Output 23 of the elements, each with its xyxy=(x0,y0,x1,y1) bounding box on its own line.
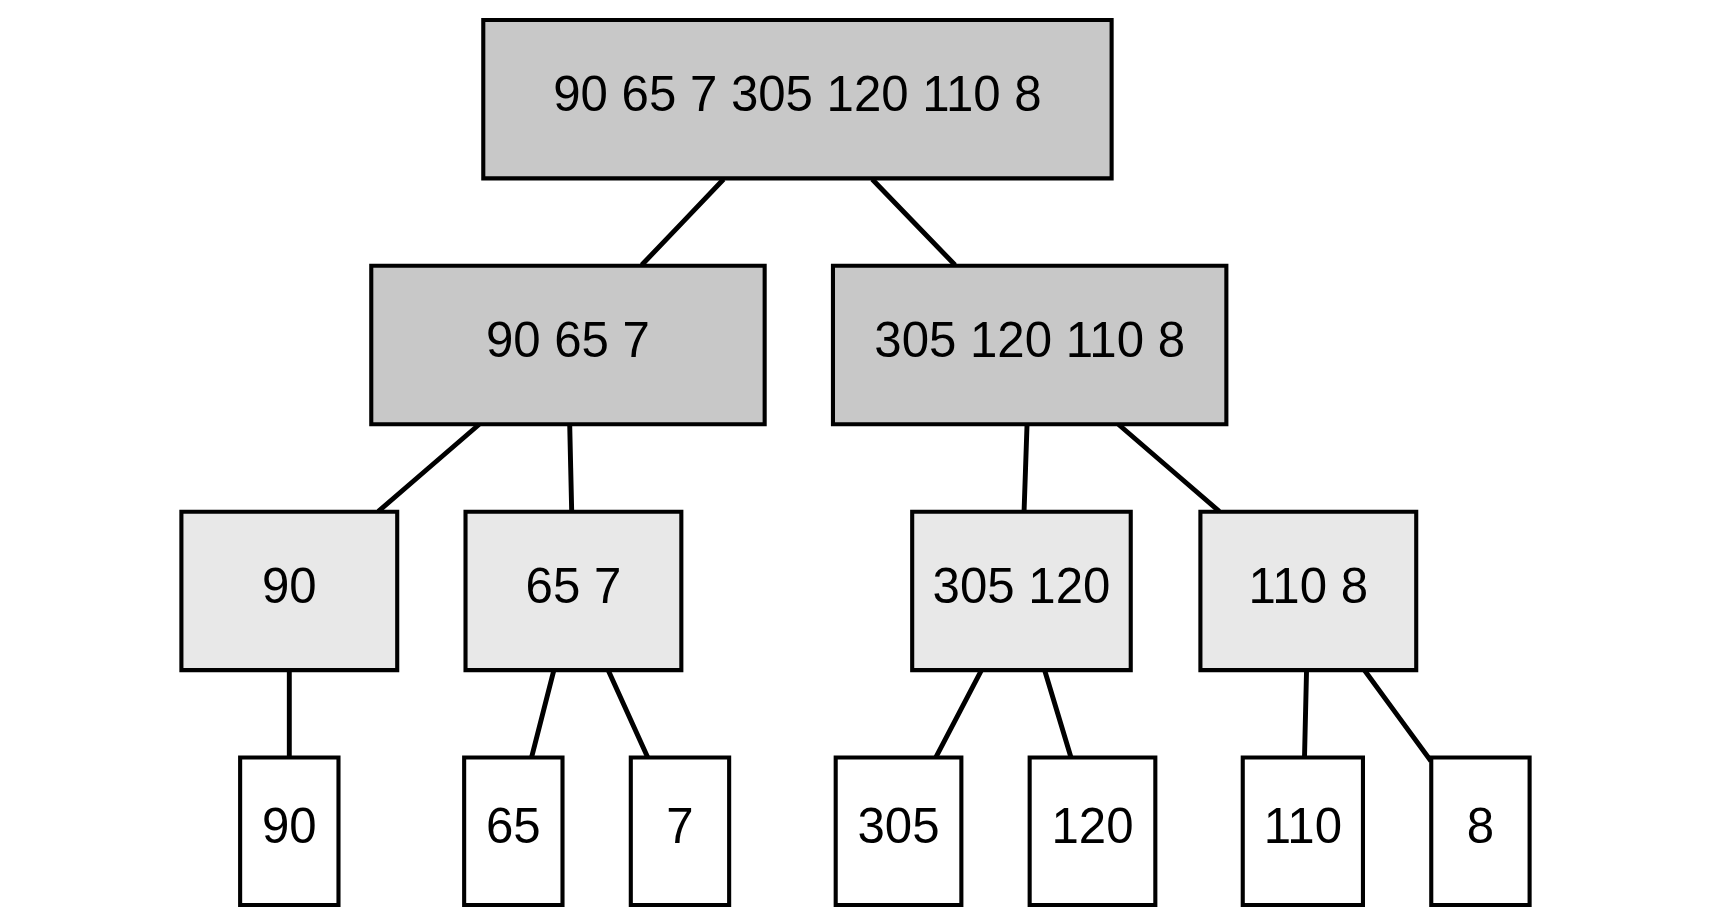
node-box: 7 xyxy=(628,755,732,907)
node-box: 305 120 xyxy=(910,509,1133,672)
node-box: 90 65 7 xyxy=(369,263,767,426)
connector xyxy=(606,669,650,758)
node-box: 305 120 110 8 xyxy=(830,263,1229,426)
connector xyxy=(870,177,957,267)
node-box: 90 65 7 305 120 110 8 xyxy=(481,17,1114,180)
connector xyxy=(529,669,557,758)
node-box: 110 8 xyxy=(1198,509,1419,672)
node-box: 90 xyxy=(179,509,400,672)
node-box: 90 xyxy=(238,755,341,907)
connector xyxy=(1021,424,1030,511)
node-box: 305 xyxy=(833,755,964,907)
connector xyxy=(639,177,726,267)
connector xyxy=(1302,670,1309,757)
node-box: 120 xyxy=(1027,755,1158,907)
connector xyxy=(1042,669,1074,758)
node-box: 8 xyxy=(1429,755,1532,907)
node-box: 110 xyxy=(1240,755,1365,907)
node-box: 65 xyxy=(462,755,565,907)
node-box: 65 7 xyxy=(463,509,684,672)
connector xyxy=(567,424,575,511)
connector xyxy=(286,670,292,757)
